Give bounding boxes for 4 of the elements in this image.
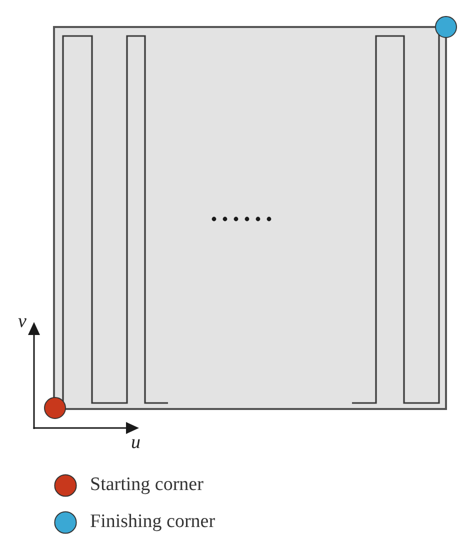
- axis-label: u: [131, 433, 140, 452]
- legend-label: Finishing corner: [90, 512, 216, 533]
- axis-label: v: [18, 312, 26, 331]
- legend-label: Starting corner: [90, 475, 204, 496]
